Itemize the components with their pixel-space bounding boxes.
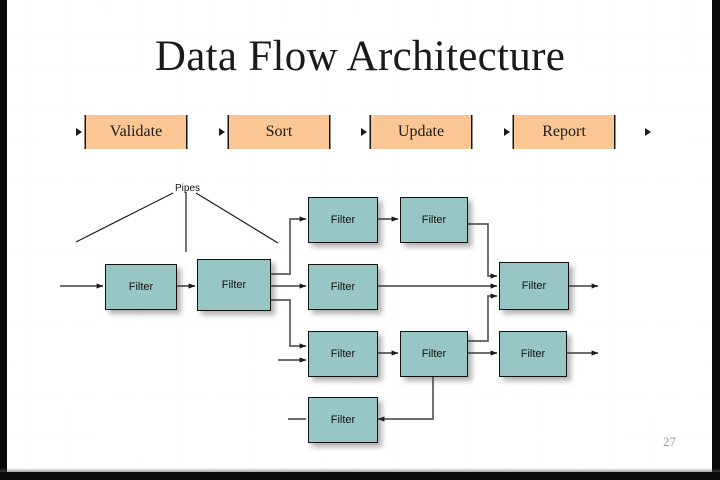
pipeline-arrow-marker-1 — [219, 128, 225, 136]
filter-box-r3-c3[interactable]: Filter — [308, 331, 378, 377]
pipeline-stage-label: Sort — [265, 123, 293, 140]
filter-label: Filter — [330, 414, 356, 426]
pipeline-arrow-marker-2 — [361, 128, 367, 136]
filter-box-r4-c3[interactable]: Filter — [308, 397, 378, 443]
page-title: Data Flow Architecture — [154, 33, 566, 80]
page-number: 27 — [663, 434, 676, 449]
filter-label: Filter — [521, 280, 547, 292]
filter-box-r3-c5[interactable]: Filter — [499, 331, 567, 377]
slide-bottom-edge-border — [0, 472, 720, 480]
pipeline-stage-label: Update — [397, 123, 445, 140]
pipeline-stage-update[interactable]: Update — [371, 115, 471, 149]
slide-bottom-edge-shadow — [0, 468, 720, 472]
pipeline-arrow-marker-3 — [504, 128, 510, 136]
pipes-annotation-label: Pipes — [175, 183, 201, 194]
pipeline-stage-validate[interactable]: Validate — [86, 115, 186, 149]
pipeline-stage-label: Report — [542, 123, 586, 140]
filter-box-r3-c4[interactable]: Filter — [400, 331, 468, 377]
filter-box-r2-c5[interactable]: Filter — [499, 262, 569, 310]
pipeline-arrow-marker-0 — [76, 128, 82, 136]
filter-box-r1-c3[interactable]: Filter — [308, 197, 378, 243]
filter-label: Filter — [421, 214, 447, 226]
filter-box-r2-c3[interactable]: Filter — [308, 264, 378, 310]
filter-label: Filter — [330, 214, 356, 226]
filter-label: Filter — [128, 281, 154, 293]
filter-box-r2-c2[interactable]: Filter — [197, 259, 271, 311]
filter-label: Filter — [520, 348, 546, 360]
slide-left-edge-border — [0, 0, 7, 480]
filter-label: Filter — [330, 348, 356, 360]
filter-label: Filter — [221, 279, 247, 291]
pipeline-stage-report[interactable]: Report — [514, 115, 614, 149]
filter-label: Filter — [421, 348, 447, 360]
pipeline-stage-sort[interactable]: Sort — [229, 115, 329, 149]
filter-label: Filter — [330, 281, 356, 293]
slide-right-edge-border — [712, 0, 720, 480]
filter-box-r2-c1[interactable]: Filter — [105, 264, 177, 310]
pipeline-arrow-marker-4 — [645, 128, 651, 136]
pipeline-stage-label: Validate — [109, 123, 163, 140]
filter-box-r1-c4[interactable]: Filter — [400, 197, 468, 243]
